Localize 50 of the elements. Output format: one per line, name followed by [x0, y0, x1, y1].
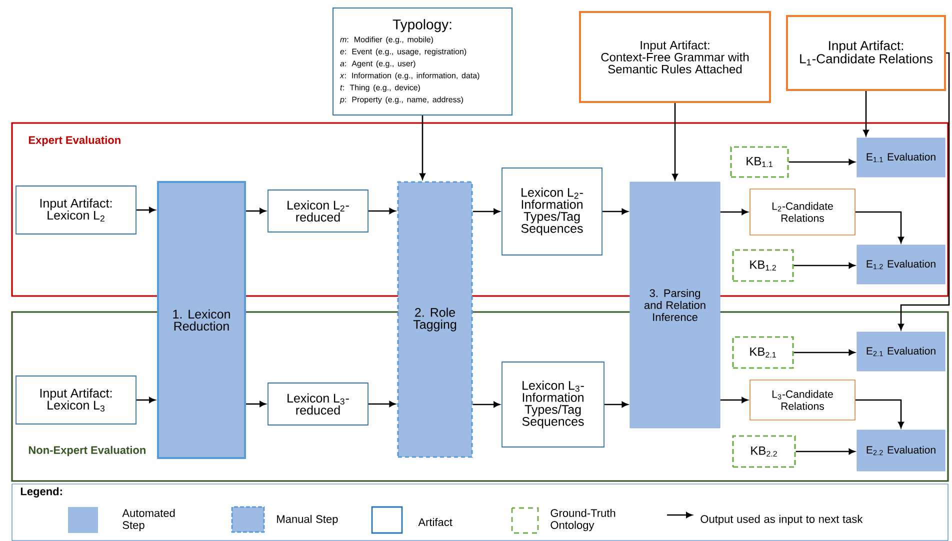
arrow — [420, 116, 426, 180]
candidate-relations-box: L$_{3}$-Candidate Relations — [750, 380, 856, 420]
arrow — [720, 397, 748, 403]
typology-box: Typology: m: Modifier (e.g., mobile) e: Event (e.g., usage, registration) a: Agent (e.g., user) x: Information (e.g., information, data) t: Thing (e.g., device) p: Property (e.g., name, address) — [332, 8, 512, 116]
ontology-box: KB$_{1.1}$ — [730, 146, 789, 178]
arrow — [796, 448, 856, 454]
automated-step-box: 3. Parsing and Relation Inference — [630, 182, 720, 428]
artifact-box: Lexicon L$_{3}$-Information Types/Tag Sequences — [502, 362, 604, 448]
artifact-box: Input Artifact: Lexicon L$_{2}$ — [16, 186, 136, 234]
legend-text: Ground-Truth Ontology — [550, 508, 616, 532]
arrow — [604, 402, 628, 408]
evaluation-box: E$_{2.1}$ Evaluation — [856, 332, 946, 372]
arrow — [368, 208, 396, 214]
arrow — [898, 52, 950, 330]
arrow — [855, 211, 904, 244]
arrow — [602, 208, 628, 214]
legend-text: Automated Step — [122, 508, 175, 532]
arrow — [794, 262, 856, 268]
arrow — [794, 350, 856, 356]
arrow — [136, 207, 156, 213]
artifact-box: Input Artifact: Lexicon L$_{3}$ — [16, 376, 136, 424]
arrow — [246, 401, 266, 407]
arrow — [472, 208, 500, 214]
arrow — [672, 103, 678, 180]
legend-text: Artifact — [418, 518, 452, 526]
candidate-relations-box: L$_{2}$-Candidate Relations — [750, 188, 856, 236]
arrow — [863, 91, 869, 136]
legend-text: Manual Step — [277, 514, 338, 526]
evaluation-box: E$_{2.2}$ Evaluation — [856, 430, 946, 472]
ontology-box: KB$_{1.2}$ — [732, 249, 794, 282]
artifact-box: Lexicon L$_{2}$-Information Types/Tag Sequences — [502, 168, 602, 256]
ontology-box: KB$_{2.1}$ — [732, 336, 794, 369]
artifact-box: Lexicon L$_{2}$-reduced — [268, 190, 368, 232]
arrow — [788, 159, 856, 165]
legend-title: Legend: — [20, 487, 62, 498]
manual-step-box: 2. Role Tagging — [397, 181, 473, 458]
evaluation-box: E$_{1.1}$ Evaluation — [856, 138, 946, 178]
ontology-box: KB$_{2.2}$ — [732, 435, 796, 468]
automated-step-box: 1. Lexicon Reduction — [157, 181, 246, 459]
arrow — [472, 402, 500, 408]
artifact-box: Input Artifact: L$_{1}$-Candidate Relations — [786, 15, 946, 91]
evaluation-box: E$_{1.2}$ Evaluation — [856, 244, 946, 284]
arrow — [136, 397, 156, 403]
arrow — [720, 209, 748, 215]
arrow — [368, 401, 396, 407]
legend-text: Output used as input to next task — [700, 514, 863, 526]
artifact-box: Lexicon L$_{3}$-reduced — [268, 382, 368, 426]
artifact-box: Input Artifact: Context-Free Grammar with Semantic Rules Attached — [579, 11, 771, 103]
arrow — [246, 208, 266, 214]
arrow — [855, 399, 904, 428]
